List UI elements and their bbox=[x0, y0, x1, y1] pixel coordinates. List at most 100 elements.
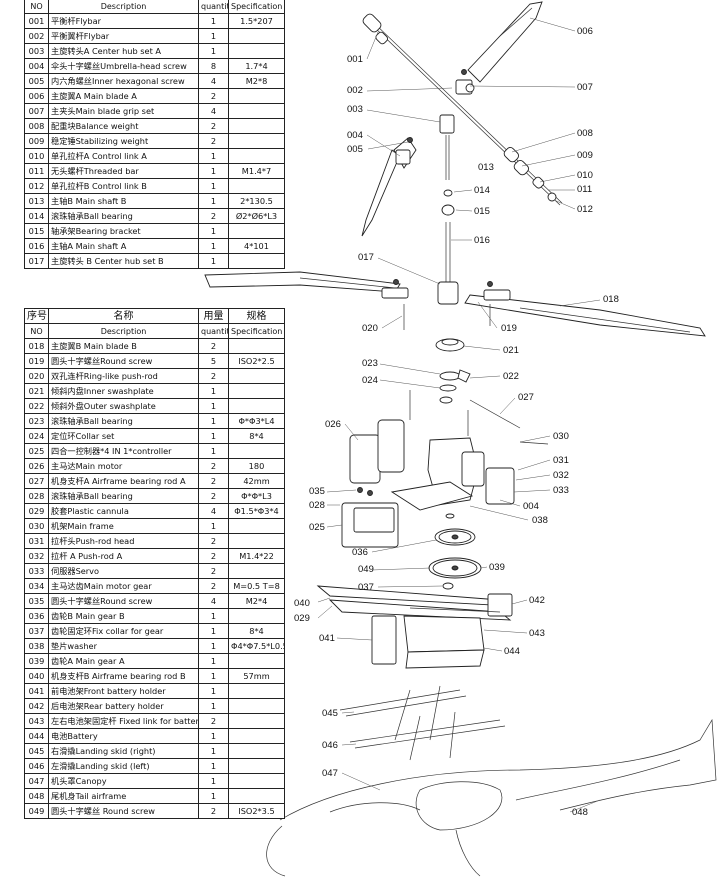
cell-description: 拉杆头Push-rod head bbox=[48, 533, 199, 549]
cell-quantity: 1 bbox=[198, 683, 229, 699]
cell-no: 026 bbox=[24, 458, 49, 474]
parts-table-1: NO Description quantity Specification 00… bbox=[24, 0, 285, 269]
cell-quantity: 2 bbox=[198, 803, 229, 819]
callout-041: 041 bbox=[319, 633, 335, 644]
col-header-quantity: quantity bbox=[198, 323, 229, 339]
cell-quantity: 1 bbox=[198, 43, 229, 59]
cell-no: 043 bbox=[24, 713, 49, 729]
cell-description: 四合一控制器*4 IN 1*controller bbox=[48, 443, 199, 459]
cell-quantity: 2 bbox=[198, 578, 229, 594]
cell-specification bbox=[228, 788, 285, 804]
cell-quantity: 1 bbox=[198, 383, 229, 399]
cell-no: 027 bbox=[24, 473, 49, 489]
cell-quantity: 2 bbox=[198, 533, 229, 549]
callout-047: 047 bbox=[322, 768, 338, 779]
cell-specification bbox=[228, 683, 285, 699]
cell-no: 033 bbox=[24, 563, 49, 579]
cell-quantity: 1 bbox=[198, 728, 229, 744]
cell-specification bbox=[228, 178, 285, 194]
cell-description: 主旋翼B Main blade B bbox=[48, 338, 199, 354]
cell-no: 019 bbox=[24, 353, 49, 369]
cell-quantity: 2 bbox=[198, 208, 229, 224]
cell-description: 拉杆 A Push-rod A bbox=[48, 548, 199, 564]
cell-specification: M1.4*22 bbox=[228, 548, 285, 564]
cell-quantity: 5 bbox=[198, 353, 229, 369]
cell-quantity: 1 bbox=[198, 193, 229, 209]
cell-no: 004 bbox=[24, 58, 49, 74]
cell-quantity: 2 bbox=[198, 133, 229, 149]
cell-specification bbox=[228, 728, 285, 744]
cell-description: 电池Battery bbox=[48, 728, 199, 744]
cell-quantity: 1 bbox=[198, 698, 229, 714]
cell-description: 稳定锤Stabilizing weight bbox=[48, 133, 199, 149]
callout-020: 020 bbox=[362, 323, 378, 334]
leader-lines bbox=[317, 17, 601, 813]
cell-description: 机架Main frame bbox=[48, 518, 199, 534]
cell-specification bbox=[228, 338, 285, 354]
cell-no: 014 bbox=[24, 208, 49, 224]
cell-description: 圆头十字螺丝Round screw bbox=[48, 593, 199, 609]
callout-035: 035 bbox=[309, 486, 325, 497]
cell-no: 028 bbox=[24, 488, 49, 504]
cell-specification: 57mm bbox=[228, 668, 285, 684]
cell-no: 011 bbox=[24, 163, 49, 179]
cell-specification bbox=[228, 43, 285, 59]
cell-quantity: 8 bbox=[198, 58, 229, 74]
cell-quantity: 1 bbox=[198, 773, 229, 789]
cell-description: 齿轮固定环Fix collar for gear bbox=[48, 623, 199, 639]
swashplate bbox=[435, 338, 521, 429]
cell-quantity: 1 bbox=[198, 758, 229, 774]
cell-no: 045 bbox=[24, 743, 49, 759]
cell-specification bbox=[228, 653, 285, 669]
cell-specification bbox=[228, 103, 285, 119]
callout-044: 044 bbox=[504, 646, 520, 657]
cell-description: 无头螺杆Threaded bar bbox=[48, 163, 199, 179]
cell-quantity: 1 bbox=[198, 653, 229, 669]
cell-quantity: 1 bbox=[198, 743, 229, 759]
callout-033: 033 bbox=[553, 485, 569, 496]
cell-quantity: 2 bbox=[198, 488, 229, 504]
main-gears bbox=[428, 513, 482, 590]
callout-045: 045 bbox=[322, 708, 338, 719]
callout-046: 046 bbox=[322, 740, 338, 751]
flybar-assembly bbox=[361, 1, 563, 237]
cell-description: 倾斜内盘Inner swashplate bbox=[48, 383, 199, 399]
cell-no: 017 bbox=[24, 253, 49, 269]
cell-description: 滚珠轴承Ball bearing bbox=[48, 208, 199, 224]
callout-008: 008 bbox=[577, 128, 593, 139]
callout-021: 021 bbox=[503, 345, 519, 356]
col-header-specification: Specification bbox=[228, 0, 285, 14]
cell-specification: Φ*Φ*L3 bbox=[228, 488, 285, 504]
cell-specification bbox=[228, 368, 285, 384]
callout-006: 006 bbox=[577, 26, 593, 37]
cell-no: 001 bbox=[24, 13, 49, 29]
cell-no: 013 bbox=[24, 193, 49, 209]
cell-no: 049 bbox=[24, 803, 49, 819]
callout-031: 031 bbox=[553, 455, 569, 466]
cell-quantity: 1 bbox=[198, 518, 229, 534]
cell-description: 伺服器Servo bbox=[48, 563, 199, 579]
main-frame bbox=[341, 390, 549, 548]
cell-description: 倾斜外盘Outer swashplate bbox=[48, 398, 199, 414]
callout-027: 027 bbox=[518, 392, 534, 403]
cell-quantity: 1 bbox=[198, 253, 229, 269]
